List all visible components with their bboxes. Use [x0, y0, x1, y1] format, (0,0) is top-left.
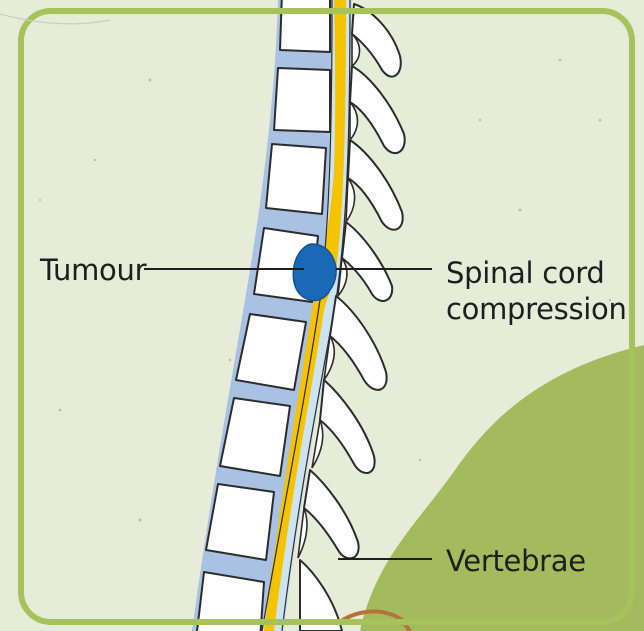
label-line-1: Spinal cord — [446, 255, 627, 291]
vertebral-body — [206, 484, 274, 560]
label-line-2: compression — [446, 291, 627, 327]
tumour-label: Tumour — [40, 252, 146, 288]
vertebral-body — [280, 0, 330, 52]
vertebral-body — [274, 68, 330, 132]
vertebrae-label: Vertebrae — [446, 543, 586, 579]
tumour-mass — [293, 244, 336, 301]
vertebral-body — [266, 144, 326, 214]
spinal-cord-compression-label: Spinal cord compression — [446, 255, 627, 327]
